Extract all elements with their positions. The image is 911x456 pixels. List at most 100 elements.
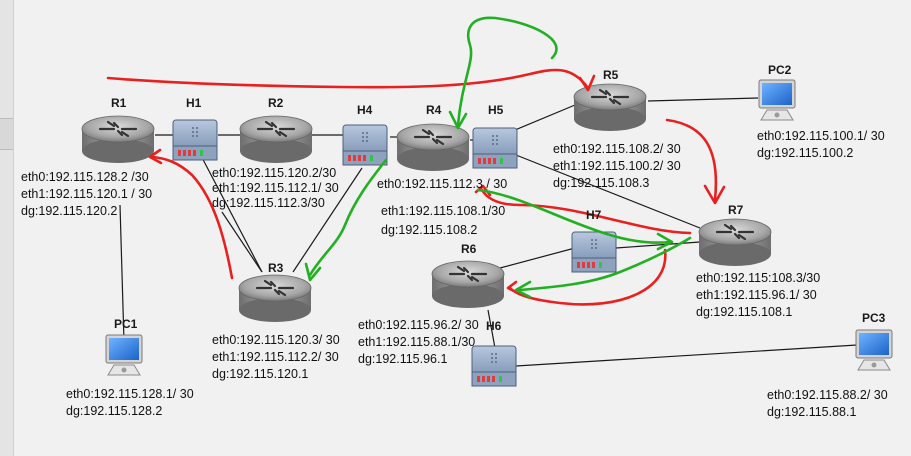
label-r2: R2 (268, 96, 284, 110)
pc-pc2[interactable] (758, 79, 796, 121)
link-h4-r3 (292, 167, 363, 273)
hub-h7[interactable] (571, 231, 617, 273)
links (119, 97, 858, 367)
link-h7-r7 (615, 241, 701, 249)
ip-block-r5: eth0:192.115.108.2/ 30 eth1:192.115.100.… (553, 142, 681, 191)
label-r5: R5 (603, 68, 619, 82)
link-r6-h6 (487, 309, 496, 349)
r3-eth1: eth1:192.115.112.2/ 30 (212, 350, 339, 364)
label-pc2: PC2 (768, 63, 792, 77)
link-r5-pc2 (647, 97, 759, 102)
router-r5[interactable] (572, 82, 648, 133)
label-h5: H5 (488, 103, 504, 117)
label-h4: H4 (357, 103, 373, 117)
red-path-r7-r4 (480, 188, 692, 235)
link-h6-pc3 (515, 344, 858, 367)
r5-eth1: eth1:192.115.100.2/ 30 (553, 159, 681, 173)
label-h6: H6 (486, 319, 502, 333)
ip-block-pc1: eth0:192.115.128.1/ 30 dg:192.115.128.2 (66, 387, 194, 419)
r5-eth0: eth0:192.115.108.2/ 30 (553, 142, 681, 156)
r2-dg: dg:192.115.112.3/30 (212, 196, 325, 210)
r6-eth0: eth0:192.115.96.2/ 30 (358, 318, 479, 332)
r3-eth0: eth0:192.115.120.3/ 30 (212, 333, 340, 347)
r1-eth0: eth0:192.115.128.2 /30 (21, 170, 149, 184)
router-r3[interactable] (237, 273, 313, 324)
ip-block-r6: eth0:192.115.96.2/ 30 eth1:192.115.88.1/… (358, 318, 479, 367)
label-r1: R1 (111, 96, 127, 110)
green-path-top (456, 16, 558, 127)
router-r7[interactable] (697, 217, 773, 268)
hub-h1[interactable] (172, 119, 218, 161)
ip-block-r4: eth1:192.115.108.1/30 dg:192.115.108.2 (381, 204, 505, 238)
ip-block-pc2: eth0:192.115.100.1/ 30 dg:192.115.100.2 (757, 129, 885, 161)
label-r3: R3 (268, 261, 284, 275)
ip-block-pc3: eth0:192.115.88.2/ 30 dg:192.115.88.1 (767, 388, 888, 420)
ip-block-r4-eth0: eth0:192.115.112.3 / 30 (377, 177, 507, 192)
red-path-r5-r7 (665, 118, 718, 202)
green-path-r7-r6 (518, 236, 692, 292)
green-path-r4-r7 (476, 188, 672, 244)
green-arrowhead-r7-r6 (514, 280, 532, 299)
hub-h4[interactable] (342, 124, 388, 166)
r4-eth1: eth1:192.115.108.1/30 (381, 204, 506, 218)
red-arrowhead-top (578, 74, 596, 92)
label-h7: H7 (586, 208, 602, 222)
r1-eth1: eth1:192.115.120.1 / 30 (21, 187, 153, 201)
r1-dg: dg:192.115.120.2 (21, 204, 118, 218)
link-r1-pc1 (119, 204, 125, 343)
hub-h5[interactable] (472, 127, 518, 169)
scrollbar-thumb[interactable] (0, 118, 13, 150)
link-h1-r3 (197, 149, 263, 273)
ip-block-r3: eth0:192.115.120.3/ 30 eth1:192.115.112.… (212, 333, 340, 382)
label-pc3: PC3 (862, 311, 886, 325)
link-h5-r7 (515, 154, 701, 229)
red-path-top (106, 68, 590, 90)
red-path-r3-r1 (150, 155, 234, 280)
r5-dg: dg:192.115.108.3 (553, 176, 650, 190)
router-r1[interactable] (80, 114, 156, 165)
green-arrowhead-top (448, 110, 468, 130)
ip-block-r7: eth0:192.115:108.3/30 eth1:192.115.96.1/… (696, 271, 820, 320)
r7-eth1: eth1:192.115.96.1/ 30 (696, 288, 817, 302)
red-annotations (106, 68, 726, 306)
r4-dg: dg:192.115.108.2 (381, 223, 478, 237)
r2-eth0: eth0:192.115.120.2/30 (212, 166, 337, 180)
red-arrowhead-r7-r6 (506, 280, 522, 296)
pc1-eth0: eth0:192.115.128.1/ 30 (66, 387, 194, 401)
label-pc1: PC1 (114, 317, 138, 331)
green-path-r4-r3 (308, 158, 388, 277)
red-arrowhead-r5-r7 (703, 184, 726, 205)
red-path-r7-r6 (508, 248, 667, 306)
pc3-dg: dg:192.115.88.1 (767, 405, 857, 419)
router-r4[interactable] (395, 122, 471, 173)
green-arrowhead-r4-r3 (304, 262, 322, 282)
link-r6-h7 (499, 247, 576, 269)
left-scrollbar[interactable] (0, 0, 14, 456)
pc2-dg: dg:192.115.100.2 (757, 146, 854, 160)
label-h1: H1 (186, 96, 202, 110)
green-arrowhead-r4-r7 (656, 232, 674, 251)
label-r6: R6 (461, 242, 477, 256)
ip-block-r1: eth0:192.115.128.2 /30 eth1:192.115.120.… (21, 170, 152, 219)
link-h5-r5 (514, 104, 576, 131)
r6-dg: dg:192.115.96.1 (358, 352, 448, 366)
pc1-dg: dg:192.115.128.2 (66, 404, 163, 418)
r7-dg: dg:192.115.108.1 (696, 305, 793, 319)
router-r2[interactable] (238, 114, 314, 165)
label-r4: R4 (426, 103, 442, 117)
green-annotations (304, 16, 692, 299)
pc-pc3[interactable] (855, 329, 893, 371)
link-r2-r3 (221, 211, 263, 273)
r6-eth1: eth1:192.115.88.1/30 (358, 335, 476, 349)
pc-pc1[interactable] (105, 334, 143, 376)
r4-eth0: eth0:192.115.112.3 / 30 (377, 177, 508, 191)
r2-eth1: eth1:192.115.112.1/ 30 (212, 181, 339, 195)
r3-dg: dg:192.115.120.1 (212, 367, 309, 381)
r7-eth0: eth0:192.115:108.3/30 (696, 271, 821, 285)
router-r6[interactable] (430, 259, 506, 310)
pc2-eth0: eth0:192.115.100.1/ 30 (757, 129, 885, 143)
red-arrowhead-r3-r1 (148, 148, 163, 165)
ip-block-r2: eth0:192.115.120.2/30 eth1:192.115.112.1… (212, 166, 339, 211)
